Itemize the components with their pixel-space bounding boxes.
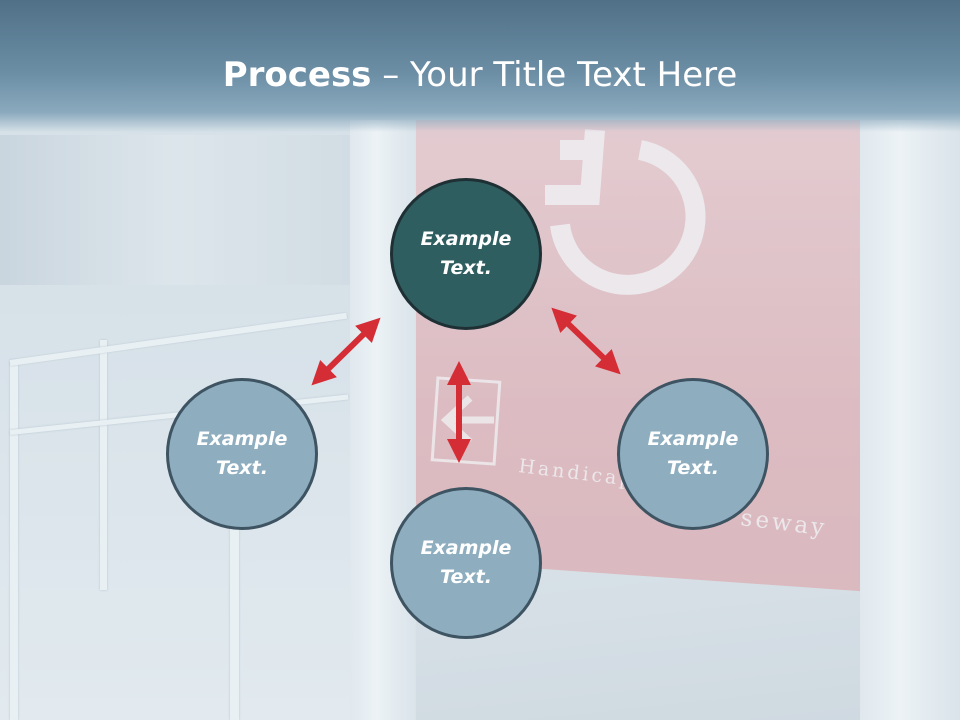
node-left[interactable]: Example Text. <box>166 378 318 530</box>
title-rest: – Your Title Text Here <box>371 55 738 95</box>
slide-title[interactable]: Process – Your Title Text Here <box>0 52 960 98</box>
node-bottom-line2: Text. <box>440 566 492 588</box>
node-right-line2: Text. <box>667 457 719 479</box>
arrow-top-right <box>551 307 621 375</box>
node-bottom-line1: Example <box>420 537 512 559</box>
node-top-line1: Example <box>420 228 512 250</box>
node-right-line1: Example <box>647 428 739 450</box>
wheelchair-icon <box>545 129 706 295</box>
node-left-line2: Text. <box>216 457 268 479</box>
node-top[interactable]: Example Text. <box>390 178 542 330</box>
node-right[interactable]: Example Text. <box>617 378 769 530</box>
pillar-right <box>860 120 960 720</box>
node-bottom[interactable]: Example Text. <box>390 487 542 639</box>
arrow-top-left <box>311 317 381 386</box>
node-left-line1: Example <box>196 428 288 450</box>
node-top-line2: Text. <box>440 257 492 279</box>
building <box>0 135 350 285</box>
title-bold: Process <box>222 55 372 95</box>
title-band <box>0 0 960 132</box>
